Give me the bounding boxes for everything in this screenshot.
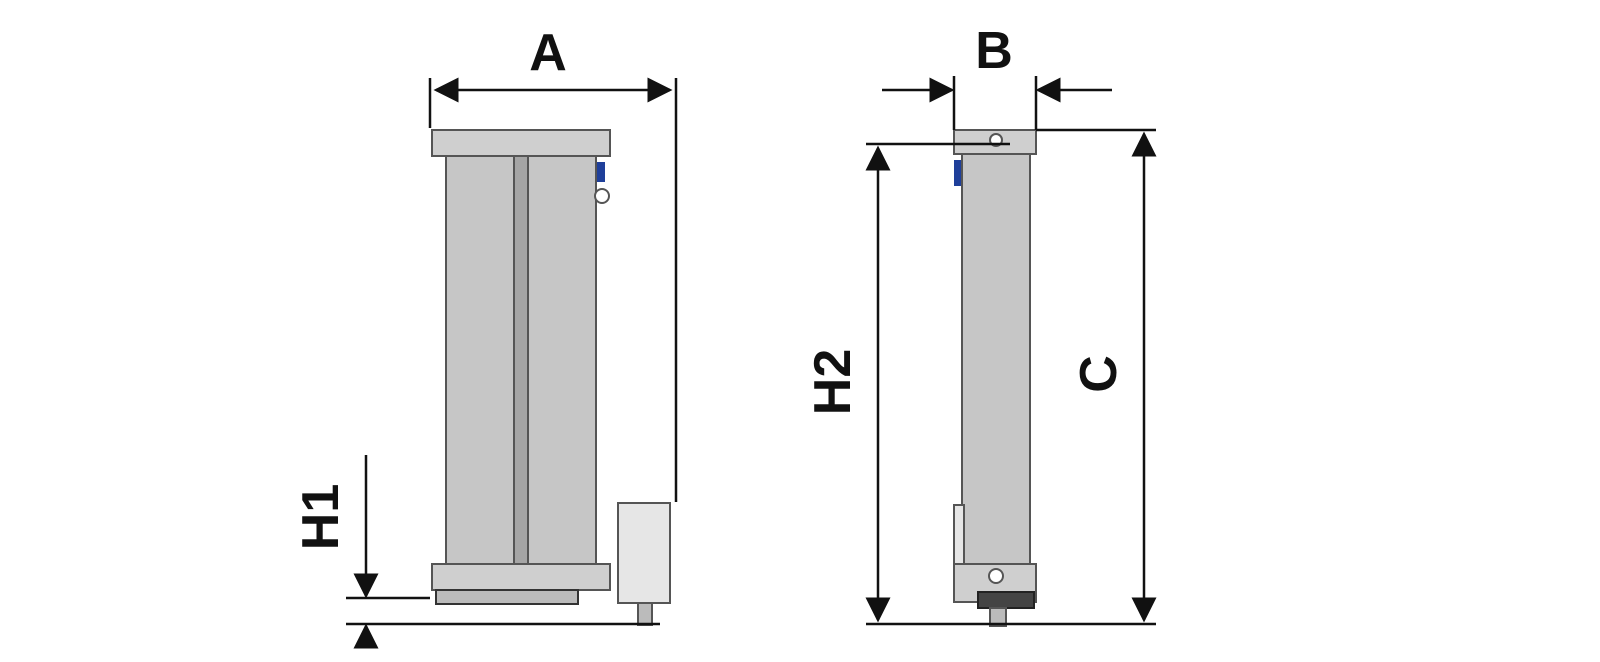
label-a: A <box>529 24 567 82</box>
front-drain <box>637 602 653 626</box>
side-drain <box>989 607 1007 627</box>
front-view <box>431 129 671 626</box>
side-column <box>961 153 1031 567</box>
side-view <box>953 129 1037 627</box>
dimension-h1: H1 <box>292 455 660 649</box>
dimension-c: C <box>1036 128 1157 623</box>
front-top-cap <box>431 129 611 157</box>
dimension-h2: H2 <box>804 142 1156 626</box>
dimension-b: B <box>882 22 1112 130</box>
label-h1: H1 <box>292 484 350 550</box>
label-c: C <box>1070 355 1128 393</box>
label-b: B <box>975 22 1013 80</box>
side-control-box <box>953 504 965 568</box>
front-gauge-port <box>594 188 610 204</box>
label-h2: H2 <box>804 349 862 415</box>
front-control-box <box>617 502 671 604</box>
front-base-plate <box>435 589 579 605</box>
dimension-a: A <box>428 24 678 502</box>
front-center-groove <box>513 155 529 567</box>
side-blue-fitting <box>954 160 962 186</box>
side-base-plate <box>977 591 1035 609</box>
front-bottom-base <box>431 563 611 591</box>
front-right-column <box>527 155 597 567</box>
front-blue-fitting <box>597 162 605 182</box>
front-left-column <box>445 155 517 567</box>
side-bottom-port <box>988 568 1004 584</box>
